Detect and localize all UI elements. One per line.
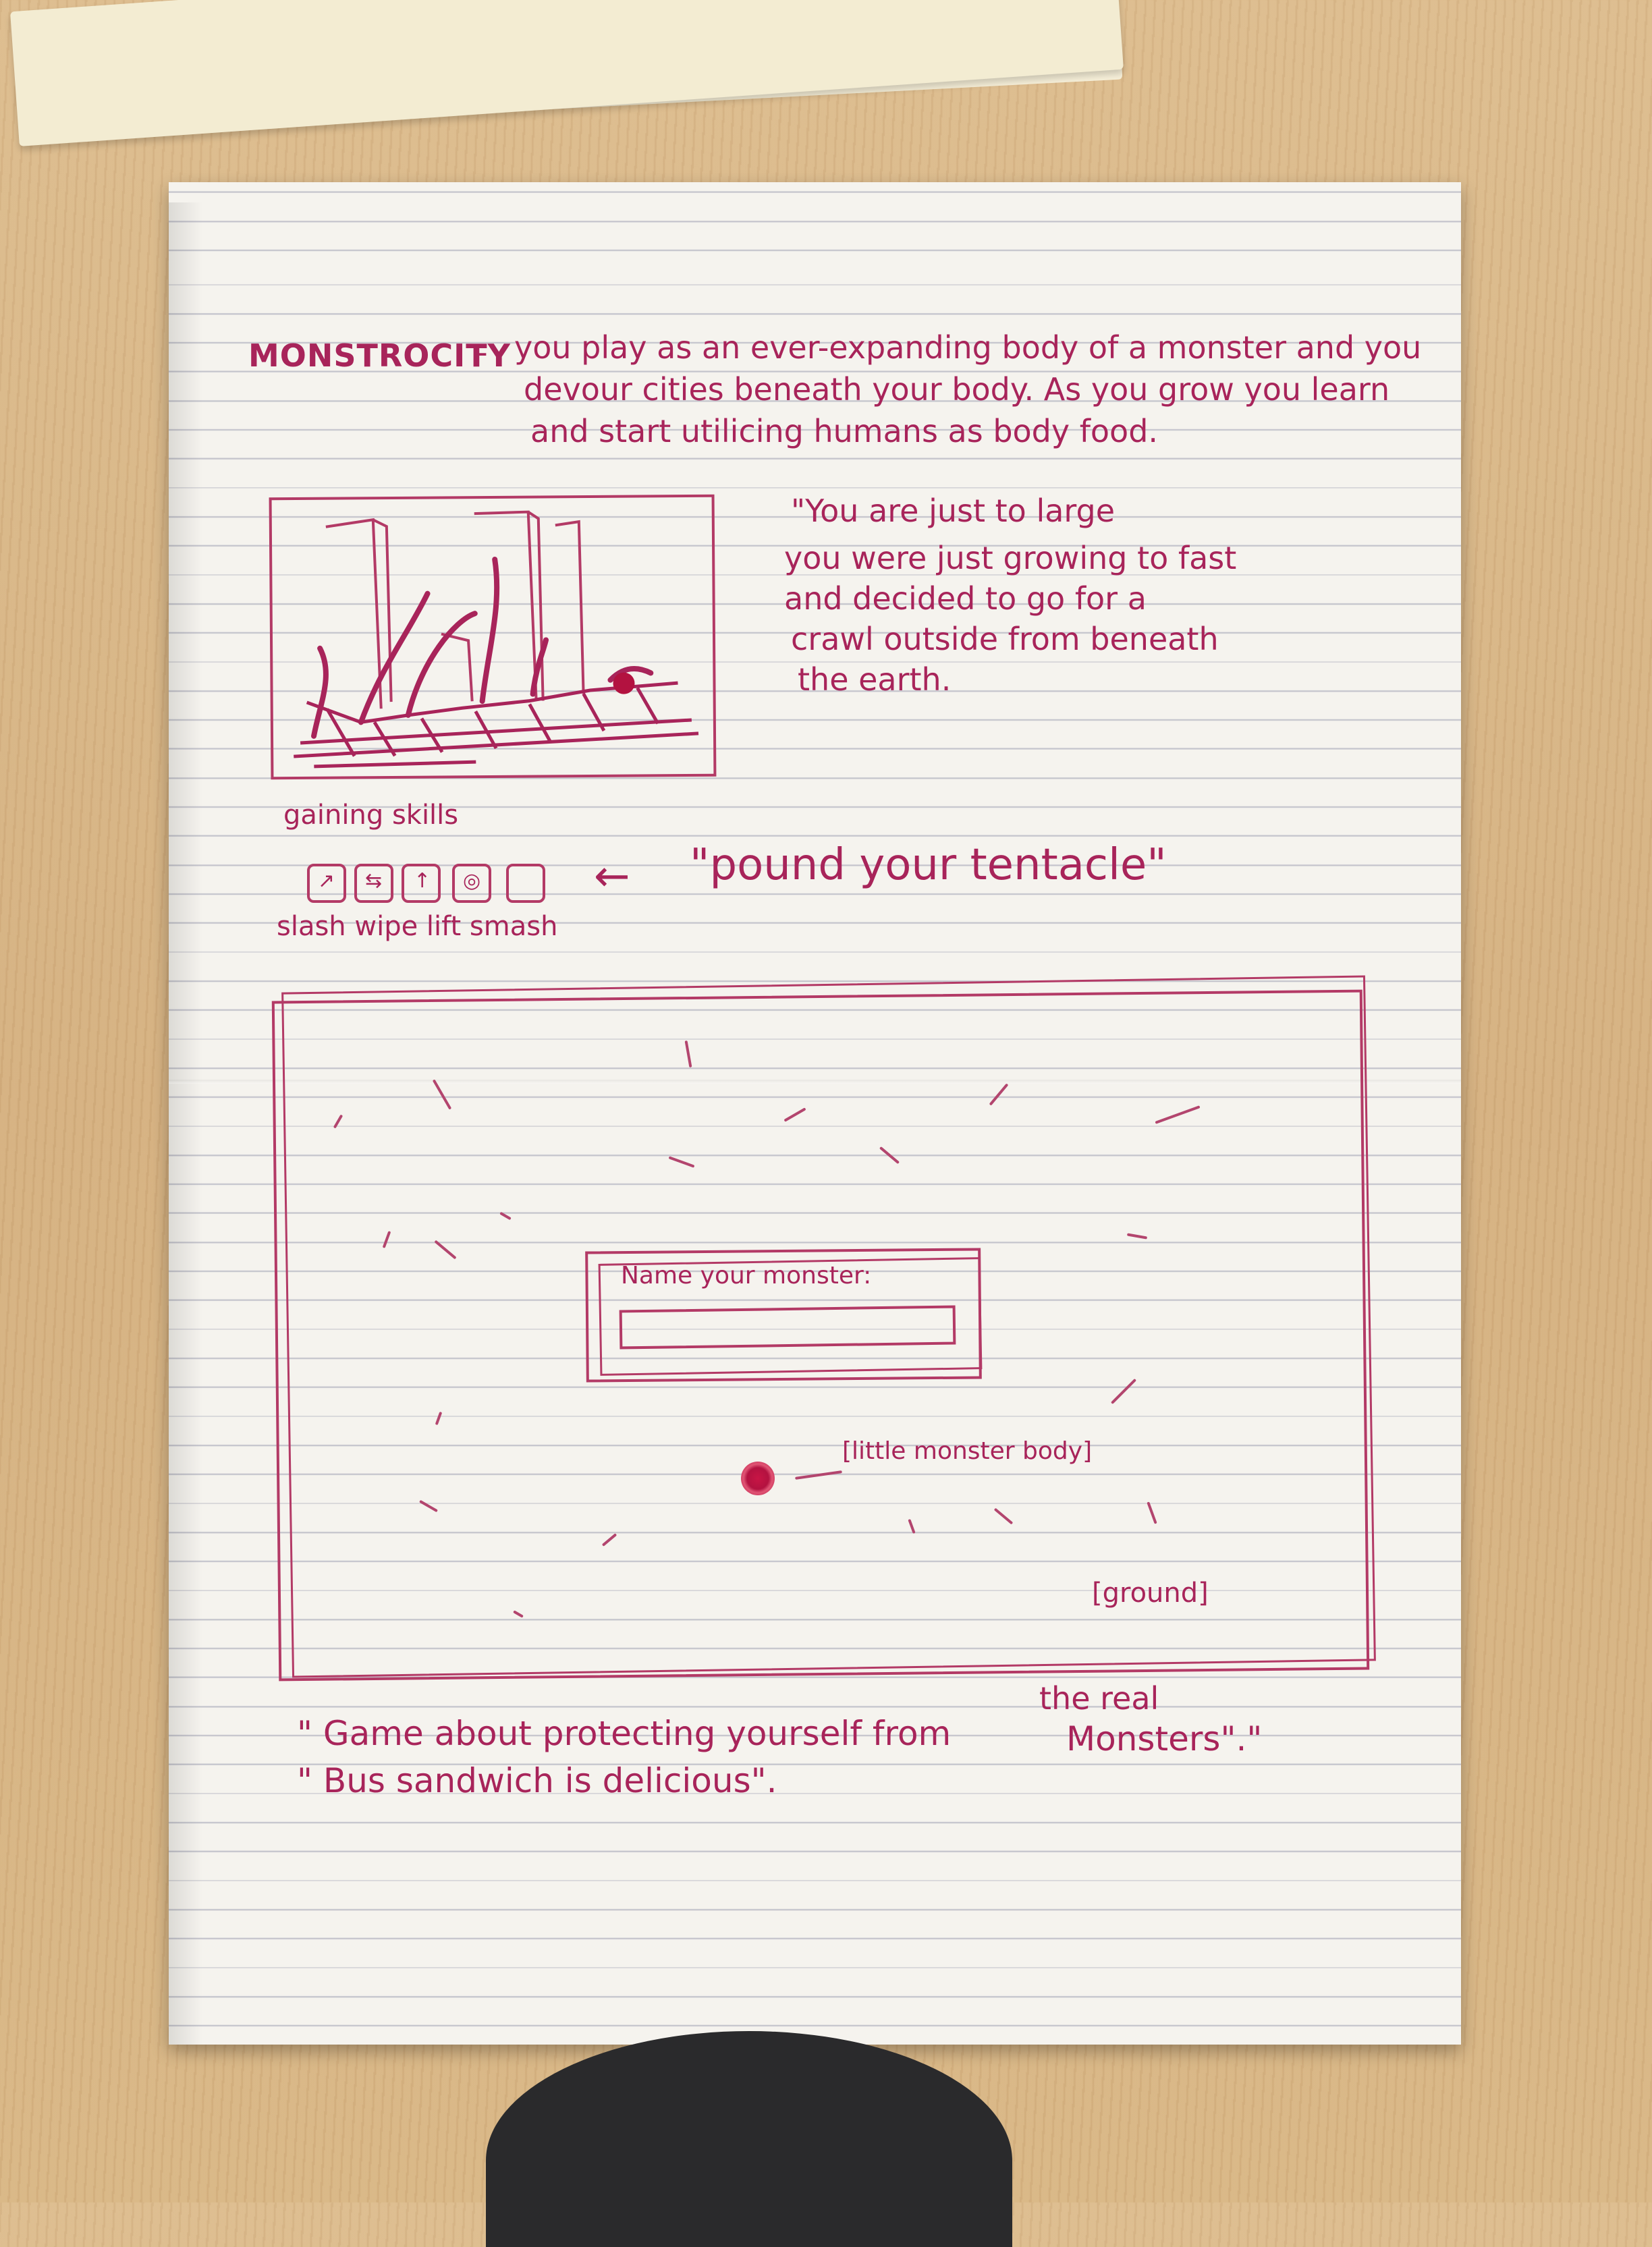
bottom-line-1: " Game about protecting yourself from xyxy=(297,1714,952,1753)
title-dash: - xyxy=(476,334,488,370)
skills-label: gaining skills xyxy=(283,800,459,831)
monster-label: [little monster body] xyxy=(842,1437,1093,1465)
skill-lift-box: ↑ xyxy=(402,864,441,903)
bottom-line-1b: Monsters"." xyxy=(1066,1719,1263,1758)
shoe-foreground xyxy=(486,2031,1012,2247)
tentacle-label: "pound your tentacle" xyxy=(690,840,1167,890)
skill-wipe-box: ⇆ xyxy=(354,864,393,903)
skill-empty-box xyxy=(506,864,545,903)
skill-slash-box: ↗ xyxy=(307,864,346,903)
ground-label: [ground] xyxy=(1092,1578,1209,1609)
quote-line-4: crawl outside from beneath xyxy=(791,621,1219,657)
insert-text: the real xyxy=(1039,1680,1159,1717)
back-paper-sheet-top xyxy=(10,0,1124,146)
arrow-left-icon: ← xyxy=(594,852,630,901)
lined-paper-sheet xyxy=(169,182,1461,2045)
description-line-3: and start utilicing humans as body food. xyxy=(530,413,1159,449)
name-prompt: Name your monster: xyxy=(621,1262,872,1289)
city-sketch-drawing xyxy=(294,510,699,769)
smash-icon: ◎ xyxy=(463,869,481,893)
lift-icon: ↑ xyxy=(414,869,431,893)
quote-line-1: "You are just to large xyxy=(791,493,1116,529)
quote-line-3: and decided to go for a xyxy=(784,580,1147,617)
skill-smash-box: ◎ xyxy=(452,864,491,903)
quote-line-2: you were just growing to fast xyxy=(784,540,1237,576)
skill-names: slash wipe lift smash xyxy=(277,911,558,942)
description-line-1: you play as an ever-expanding body of a … xyxy=(514,329,1422,366)
wipe-icon: ⇆ xyxy=(365,869,383,893)
slash-icon: ↗ xyxy=(318,869,335,893)
monster-name-input[interactable] xyxy=(619,1305,956,1350)
quote-line-5: the earth. xyxy=(798,661,952,698)
note-title: MONSTROCITY xyxy=(248,337,511,374)
monster-body-icon xyxy=(741,1462,775,1495)
paper-center-fold xyxy=(169,1080,1461,1084)
city-sketch-frame xyxy=(269,494,717,780)
description-line-2: devour cities beneath your body. As you … xyxy=(524,371,1390,408)
bottom-line-2: " Bus sandwich is delicious". xyxy=(297,1761,777,1800)
paper-fold-shadow xyxy=(169,202,202,2045)
